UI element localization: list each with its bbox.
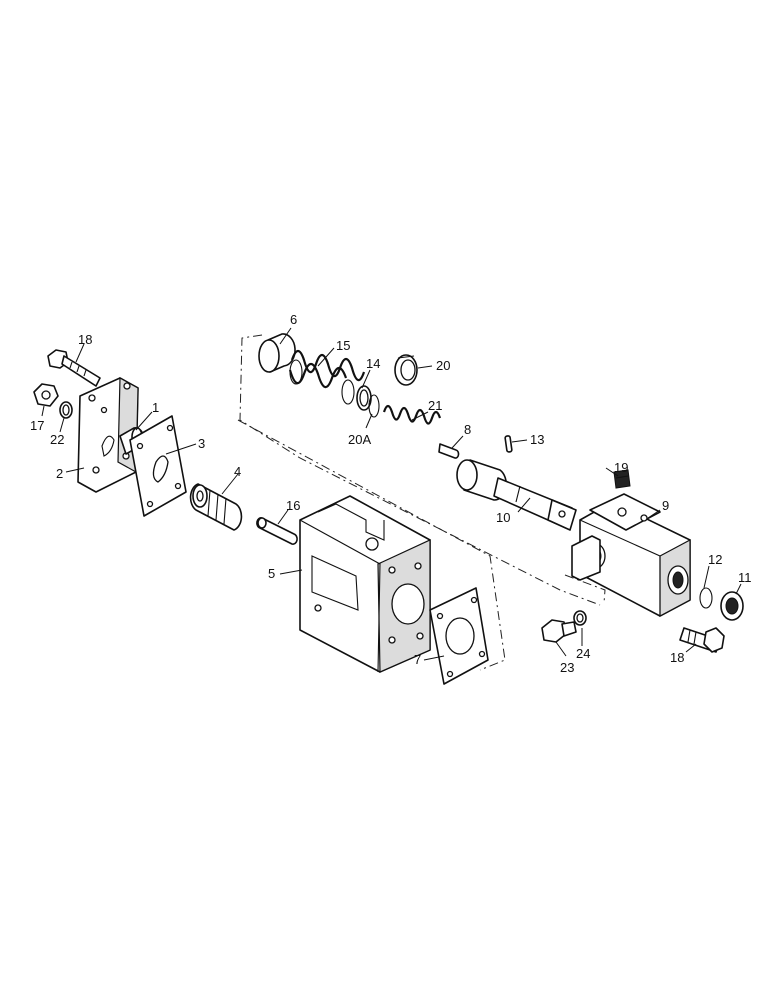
- o-ring-12: [699, 587, 713, 609]
- callout-14: 14: [366, 356, 380, 371]
- callout-15: 15: [336, 338, 350, 353]
- snap-ring-14: [356, 385, 372, 411]
- callout-11: 11: [738, 570, 752, 585]
- end-cover: [77, 376, 139, 493]
- callout-19: 19: [614, 460, 628, 475]
- small-spring: [382, 404, 442, 425]
- washer-22: [59, 401, 73, 419]
- nut: [33, 383, 59, 407]
- callout-22: 22: [50, 432, 64, 447]
- callout-8: 8: [464, 422, 471, 437]
- callout-20: 20: [436, 358, 450, 373]
- seal-ring-20: [394, 354, 418, 386]
- set-screw: [613, 469, 631, 489]
- gasket-7: [429, 587, 489, 685]
- callout-4: 4: [234, 464, 241, 479]
- callout-1: 1: [152, 400, 159, 415]
- callout-20a: 20A: [348, 432, 371, 447]
- plug-23: [541, 619, 577, 643]
- callout-9: 9: [662, 498, 669, 513]
- leader-lines: [41, 327, 742, 661]
- callout-12: 12: [708, 552, 722, 567]
- callout-2: 2: [56, 466, 63, 481]
- callout-13: 13: [530, 432, 544, 447]
- callout-21: 21: [428, 398, 442, 413]
- piston-cap: [258, 333, 296, 373]
- gasket-3: [129, 415, 187, 517]
- large-spring: [288, 349, 366, 405]
- valve-body: [571, 493, 691, 617]
- bolt-upper: [47, 349, 101, 387]
- callout-16: 16: [286, 498, 300, 513]
- pin-8: [438, 443, 460, 459]
- callout-24: 24: [576, 646, 590, 661]
- callout-6: 6: [290, 312, 297, 327]
- roll-pin-13: [504, 435, 513, 453]
- callout-10: 10: [496, 510, 510, 525]
- callout-7: 7: [414, 652, 421, 667]
- callout-18-lower: 18: [670, 650, 684, 665]
- washer-24: [573, 610, 587, 626]
- callout-labels: 6 15 14 20 21 20A 8 13 19 9 10 12 11 18 …: [30, 312, 752, 675]
- callout-18-upper: 18: [78, 332, 92, 347]
- pin-16: [256, 517, 298, 545]
- callout-23: 23: [560, 660, 574, 675]
- snap-ring-20a: [368, 394, 380, 418]
- fitting-11: [720, 591, 744, 621]
- callout-3: 3: [198, 436, 205, 451]
- callout-17: 17: [30, 418, 44, 433]
- plunger: [456, 459, 577, 531]
- alignment-line-main: [239, 334, 601, 606]
- valve-housing: [299, 495, 431, 673]
- spool: [189, 483, 243, 531]
- callout-5: 5: [268, 566, 275, 581]
- bolt-lower: [679, 627, 725, 653]
- alignment-line-gasket: [237, 419, 506, 671]
